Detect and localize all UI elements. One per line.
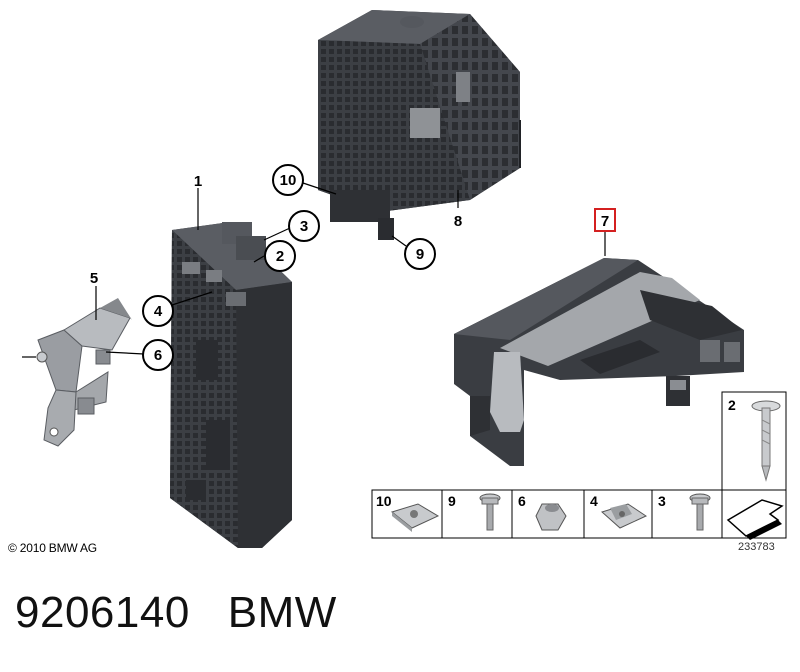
direction-arrow-icon [726,499,784,540]
callout-6-label: 6 [154,347,162,364]
callout-5: 5 [90,270,98,287]
expanding-rivet-icon [751,400,781,482]
hw-cell-4-label: 4 [590,493,598,509]
callout-9: 9 [404,238,436,270]
leader-lines [95,181,606,355]
callout-2: 2 [264,240,296,272]
callout-3: 3 [288,210,320,242]
callout-10: 10 [272,164,304,196]
copyright-text: © 2010 BMW AG [8,541,97,555]
parts-diagram: 1 10 3 2 4 5 6 8 9 7 2 [22,10,787,548]
callout-4-label: 4 [154,303,163,320]
callout-2-label: 2 [276,248,284,265]
speed-nut-icon [390,503,440,532]
callout-6: 6 [142,339,174,371]
callout-9-label: 9 [416,246,424,263]
callout-7: 7 [594,208,616,232]
connector-module-part-7 [454,258,744,466]
screw-icon [479,493,501,531]
callout-4: 4 [142,295,174,327]
hw-cell-9-label: 9 [448,493,456,509]
part-caption: 9206140 BMW [15,588,375,638]
hw-cell-2-label: 2 [728,397,736,413]
brand-name: BMW [227,588,337,637]
hw-cell-3-label: 3 [658,493,666,509]
hex-nut-icon [535,503,567,531]
diagram-reference: 233783 [738,541,775,553]
control-module-part-1 [170,222,292,548]
callout-3-label: 3 [300,218,308,235]
callout-10-label: 10 [280,172,297,189]
callout-8-label: 8 [454,213,462,230]
part-number: 9206140 [15,588,190,637]
bracket-part-5 [22,298,132,447]
hardware-table: 2 10 9 6 [371,391,787,540]
callout-8: 8 [454,213,462,230]
hw-cell-6-label: 6 [518,493,526,509]
callout-1: 1 [194,173,202,190]
clip-nut-icon [601,503,648,529]
callout-7-label: 7 [601,213,609,230]
callout-5-label: 5 [90,270,98,287]
hw-cell-10-label: 10 [376,493,392,509]
bolt-icon [689,493,711,531]
callout-1-label: 1 [194,173,202,190]
fuse-box-part-8 [318,10,521,240]
